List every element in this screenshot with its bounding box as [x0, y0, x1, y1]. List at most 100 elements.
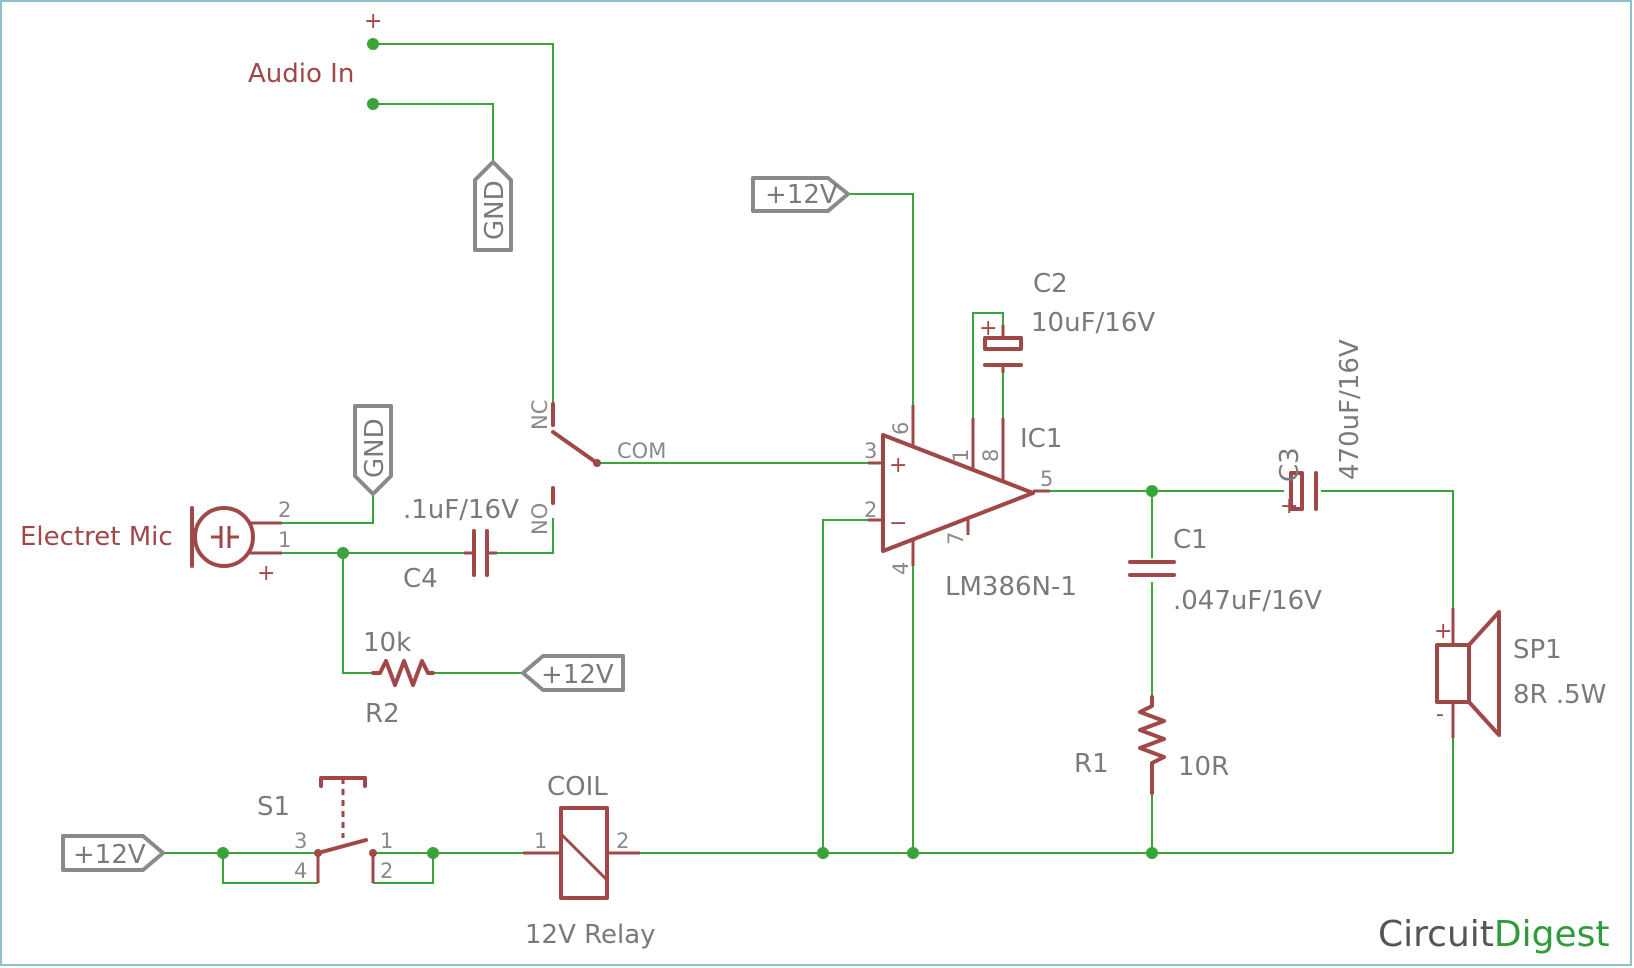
wire-pin2-gnd — [822, 519, 868, 853]
r1-name: R1 — [1074, 749, 1109, 779]
mic-body — [193, 506, 255, 568]
s1-pin-4: 4 — [294, 859, 307, 883]
relay-name: 12V Relay — [525, 920, 656, 950]
audio-in-label: Audio In — [248, 59, 354, 89]
speaker-sp1: + - SP1 8R .5W — [1434, 608, 1606, 738]
r2-zigzag — [371, 659, 435, 687]
gnd-port-shape — [473, 160, 513, 252]
electret-mic: Electret Mic 2 1 + — [20, 498, 291, 586]
speaker-value: 8R .5W — [1513, 680, 1606, 710]
supply-port-ic: +12V — [751, 176, 850, 213]
wire-s1-pin4 — [222, 853, 318, 884]
audio-in-connector: + Audio In — [248, 9, 382, 89]
c3-plate-positive — [1289, 471, 1304, 511]
logo-digest: Digest — [1494, 914, 1610, 955]
junction-dot — [907, 847, 919, 859]
wire-supply-pin6 — [848, 193, 914, 405]
junction-dot — [817, 847, 829, 859]
c2-name: C2 — [1033, 269, 1068, 299]
s1-name: S1 — [257, 792, 290, 822]
switch-s1: S1 3 4 1 2 — [257, 776, 393, 883]
coil-diagonal — [559, 832, 609, 882]
ic1-pin-5: 5 — [1040, 467, 1053, 491]
supply-port-label: +12V — [73, 840, 146, 870]
capacitor-c2: + C2 10uF/16V — [979, 269, 1155, 373]
c2-value: 10uF/16V — [1031, 308, 1155, 338]
gnd-port-top: GND — [473, 160, 513, 252]
r1-zigzag — [1138, 695, 1166, 795]
c1-value: .047uF/16V — [1173, 586, 1322, 616]
relay-switch-arm — [551, 430, 599, 465]
gnd-port-shape — [353, 404, 393, 496]
logo-circuit: Circuit — [1378, 914, 1494, 955]
capacitor-c1: C1 .047uF/16V — [1128, 525, 1322, 616]
junction-dot — [367, 38, 379, 50]
ic1-triangle — [881, 433, 1035, 553]
mic-name: Electret Mic — [20, 522, 173, 552]
ic1-pin-1: 1 — [949, 449, 973, 462]
ic1-plus: + — [889, 453, 907, 478]
s1-pin-1: 1 — [380, 829, 393, 853]
s1-blade — [316, 838, 368, 855]
mic-plus: + — [257, 561, 275, 586]
junction-dot — [337, 547, 349, 559]
c3-plus: + — [1280, 494, 1298, 519]
ic1-lm386: + − 3 2 6 4 1 8 7 5 IC1 LM386N-1 — [864, 405, 1077, 602]
ic1-name: IC1 — [1020, 424, 1062, 454]
supply-port-switch: +12V — [61, 834, 165, 872]
audio-in-plus: + — [364, 9, 382, 34]
capacitor-c4: .1uF/16V C4 — [403, 495, 519, 594]
speaker-plus: + — [1434, 619, 1452, 644]
mic-pin-2: 2 — [278, 498, 291, 522]
wire-c3-speaker — [1321, 490, 1454, 608]
capacitor-c3: + C3 470uF/16V — [1275, 339, 1365, 519]
wire-c4-no — [497, 518, 554, 554]
c4-value: .1uF/16V — [403, 495, 519, 525]
ic1-part: LM386N-1 — [945, 572, 1077, 602]
wire-audio-plus — [373, 43, 554, 404]
supply-port-shape — [751, 176, 850, 213]
c3-value: 470uF/16V — [1335, 339, 1365, 480]
circuitdigest-logo: CircuitDigest — [1378, 914, 1609, 955]
s1-pin-3: 3 — [294, 829, 307, 853]
resistor-r2: 10k R2 — [363, 628, 435, 729]
gnd-port-label: GND — [480, 180, 510, 240]
c4-name: C4 — [403, 564, 438, 594]
c3-name: C3 — [1275, 447, 1305, 482]
relay-contacts: NC NO COM — [528, 400, 666, 535]
mic-pin-1: 1 — [278, 528, 291, 552]
ic1-pin-6: 6 — [889, 422, 913, 435]
r2-value: 10k — [363, 628, 411, 658]
speaker-magnet — [1435, 643, 1471, 704]
coil-label: COIL — [547, 772, 608, 802]
speaker-cone — [1467, 610, 1501, 737]
ic1-minus: − — [889, 511, 907, 536]
ic1-pin-3: 3 — [864, 439, 877, 463]
coil-pin-1: 1 — [534, 829, 547, 853]
junction-dot — [1146, 847, 1158, 859]
relay-coil: COIL 1 2 12V Relay — [523, 772, 656, 950]
coil-pin-2: 2 — [616, 829, 629, 853]
speaker-minus: - — [1436, 702, 1444, 727]
ic1-pin-8: 8 — [979, 449, 1003, 462]
relay-com-label: COM — [617, 439, 666, 463]
logo-text: CircuitDigest — [1378, 914, 1609, 955]
wire-mic2-gnd — [282, 496, 374, 524]
relay-nc-label: NC — [528, 400, 552, 430]
supply-port-shape — [521, 654, 625, 692]
wire-mic-r2 — [342, 553, 373, 674]
junction-dot — [367, 98, 379, 110]
r2-name: R2 — [365, 699, 400, 729]
relay-com-pivot — [593, 459, 601, 467]
gnd-port-label: GND — [360, 418, 390, 478]
ic1-pin-2: 2 — [864, 498, 877, 522]
c2-plus: + — [979, 316, 997, 341]
wire-s1-pin2 — [373, 853, 434, 884]
supply-port-r2: +12V — [521, 654, 625, 692]
junctions — [217, 38, 1158, 859]
supply-port-shape — [61, 834, 165, 872]
speaker-name: SP1 — [1513, 635, 1562, 665]
coil-body — [559, 806, 609, 900]
wire-audio-gnd — [373, 103, 494, 166]
